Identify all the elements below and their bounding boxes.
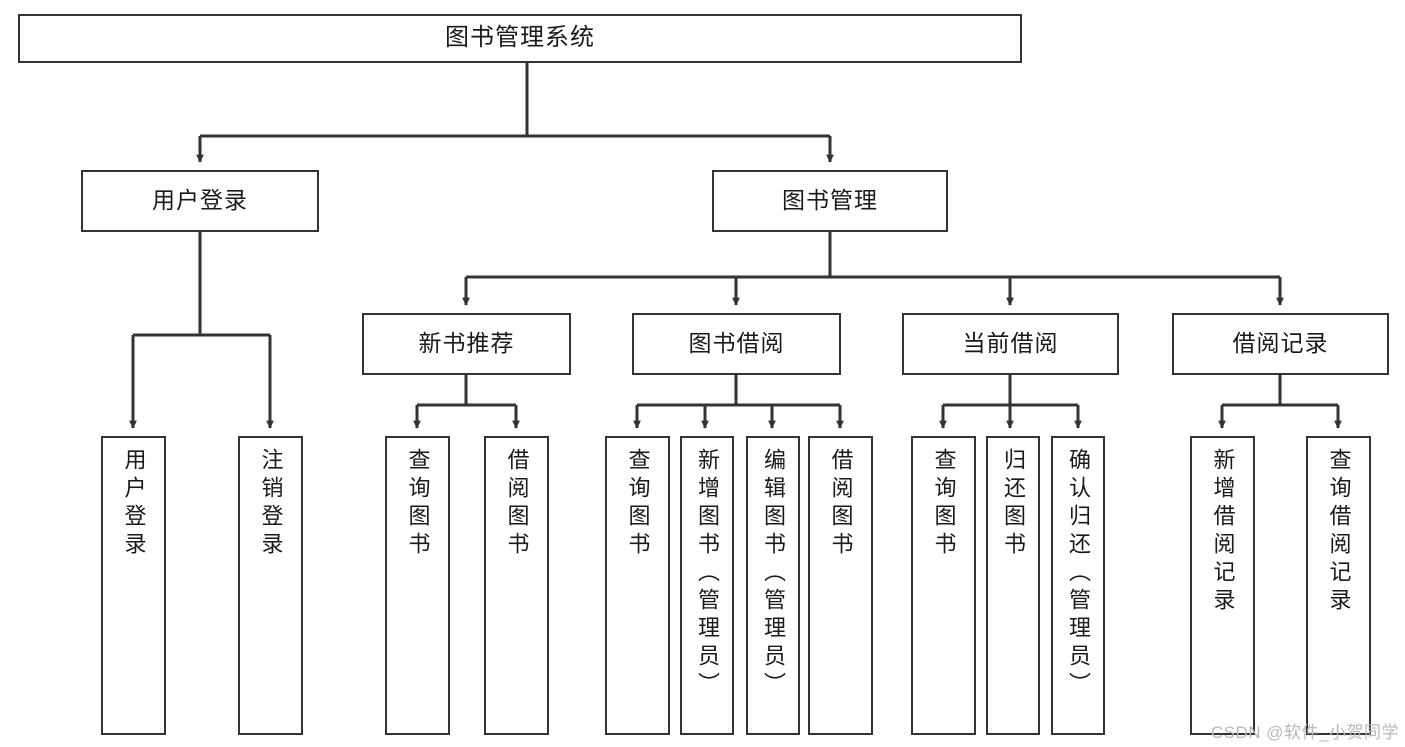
node-label: 注销登录 bbox=[258, 448, 284, 560]
node-book-borrow[interactable]: 图书借阅 bbox=[632, 313, 841, 375]
node-label: 查询图书 bbox=[931, 448, 957, 560]
node-label: 新增借阅记录 bbox=[1210, 448, 1236, 616]
node-label: 归还图书 bbox=[1001, 448, 1026, 560]
node-borrow-record[interactable]: 借阅记录 bbox=[1172, 313, 1389, 375]
node-label: 查询图书 bbox=[625, 448, 651, 560]
leaf-current-query-book[interactable]: 查询图书 bbox=[911, 436, 976, 735]
node-label: 用户登录 bbox=[121, 448, 147, 560]
leaf-user-login-signout[interactable]: 注销登录 bbox=[238, 436, 303, 735]
watermark: CSDN @软件_小贺同学 bbox=[1210, 723, 1399, 742]
leaf-recommend-borrow-book[interactable]: 借阅图书 bbox=[484, 436, 549, 735]
leaf-borrow-query-book[interactable]: 查询图书 bbox=[605, 436, 670, 735]
node-label: 图书借阅 bbox=[688, 330, 785, 357]
node-label: 图书管理 bbox=[782, 187, 878, 214]
node-label: 借阅记录 bbox=[1232, 330, 1329, 357]
leaf-record-add-record[interactable]: 新增借阅记录 bbox=[1190, 436, 1255, 735]
leaf-borrow-edit-book[interactable]: 编辑图书（管理员） bbox=[746, 436, 800, 735]
leaf-borrow-add-book[interactable]: 新增图书（管理员） bbox=[680, 436, 734, 735]
node-user-login[interactable]: 用户登录 bbox=[81, 170, 319, 232]
node-label: 编辑图书（管理员） bbox=[761, 448, 786, 700]
leaf-user-login-signin[interactable]: 用户登录 bbox=[101, 436, 166, 735]
leaf-record-query-record[interactable]: 查询借阅记录 bbox=[1306, 436, 1371, 735]
node-label: 查询图书 bbox=[405, 448, 431, 560]
node-book-management[interactable]: 图书管理 bbox=[712, 170, 948, 232]
node-current-borrow[interactable]: 当前借阅 bbox=[902, 313, 1119, 375]
leaf-borrow-borrow-book[interactable]: 借阅图书 bbox=[808, 436, 873, 735]
node-label: 用户登录 bbox=[152, 187, 248, 214]
node-new-book-recommend[interactable]: 新书推荐 bbox=[362, 313, 571, 375]
node-label: 查询借阅记录 bbox=[1326, 448, 1352, 616]
node-label: 确认归还（管理员） bbox=[1066, 448, 1091, 700]
leaf-recommend-query-book[interactable]: 查询图书 bbox=[385, 436, 450, 735]
leaf-current-return-book[interactable]: 归还图书 bbox=[986, 436, 1040, 735]
node-root-system[interactable]: 图书管理系统 bbox=[18, 14, 1022, 63]
node-label: 借阅图书 bbox=[504, 448, 530, 560]
node-label: 图书管理系统 bbox=[445, 24, 595, 52]
node-label: 新书推荐 bbox=[418, 330, 515, 357]
node-label: 借阅图书 bbox=[828, 448, 854, 560]
leaf-current-confirm-return[interactable]: 确认归还（管理员） bbox=[1051, 436, 1105, 735]
node-label: 新增图书（管理员） bbox=[695, 448, 720, 700]
node-label: 当前借阅 bbox=[962, 330, 1059, 357]
